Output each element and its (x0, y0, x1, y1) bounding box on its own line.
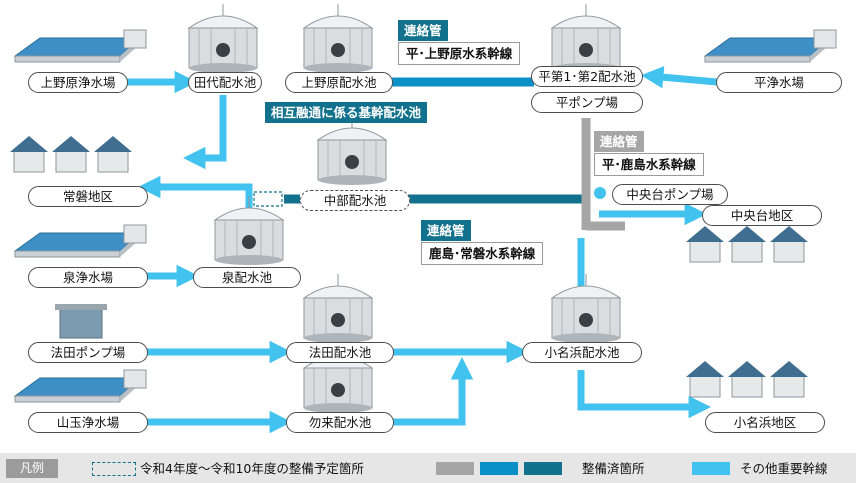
yamatama-plant-label: 山玉浄水場 (28, 412, 148, 433)
legend-other-swatch (692, 462, 730, 475)
chuodai-district-label: 中央台地区 (702, 205, 822, 226)
hoda-tank-icon (303, 273, 373, 344)
legend-done-dark-swatch (524, 462, 562, 475)
pipe-taira-plant-taira12 (641, 66, 718, 89)
uenohara-tank-icon (303, 3, 373, 74)
network-diagram (9, 3, 837, 434)
onahama-houses-icon (685, 360, 809, 398)
pipe-nakuru-up (392, 357, 474, 426)
onahama-reservoir-label: 小名浜配水池 (522, 342, 642, 363)
legend-title: 凡例 (6, 459, 58, 478)
uenohara-plant-icon (14, 29, 147, 63)
legend-other-text: その他重要幹線 (740, 461, 828, 476)
izumi-plant-label: 泉浄水場 (28, 267, 148, 288)
link-pipe-3-name: 鹿島･常磐水系幹線 (421, 242, 544, 265)
taira-pump-label: 平ポンプ場 (531, 92, 643, 113)
mutual-reservoir-tag: 相互融通に係る基幹配水池 (265, 102, 428, 123)
uenohara-reservoir-label: 上野原配水池 (285, 72, 393, 93)
tashiro-reservoir-label: 田代配水池 (188, 72, 262, 93)
nakuru-reservoir-label: 勿来配水池 (286, 412, 394, 433)
legend-completed-text: 整備済箇所 (582, 461, 645, 476)
link-pipe-2-name: 平･鹿島水系幹線 (594, 153, 704, 176)
pipe-onahama-district (577, 370, 711, 419)
hoda-pump-icon (55, 304, 107, 339)
chuodai-pump-label: 中央台ポンプ場 (612, 184, 728, 205)
tashiro-tank-icon (188, 3, 258, 74)
taira-plant-icon (704, 29, 837, 63)
legend-done-blue-swatch (480, 462, 518, 475)
joban-houses-icon (9, 135, 133, 173)
chuodai-houses-icon (685, 225, 809, 263)
izumi-plant-icon (14, 224, 147, 258)
link-pipe-3-tag: 連絡管 (421, 220, 471, 241)
pipe-tashiro-joban (183, 95, 227, 170)
onahama-district-label: 小名浜地区 (705, 412, 825, 433)
joban-district-label: 常磐地区 (28, 186, 148, 207)
uenohara-plant-label: 上野原浄水場 (28, 72, 128, 93)
chuodai-pump-dot-icon (594, 187, 606, 199)
chubu-tank-icon (317, 115, 387, 186)
planned-pipes (253, 191, 283, 207)
legend-done-gray-swatch (436, 462, 474, 475)
legend: 凡例 令和4年度～令和10年度の整備予定箇所 整備済箇所 その他重要幹線 (0, 453, 856, 483)
yamatama-plant-icon (14, 369, 147, 403)
taira-plant-label: 平浄水場 (716, 72, 842, 93)
planned-segment (253, 191, 283, 207)
link-pipe-2-tag: 連絡管 (594, 131, 644, 152)
completed-pipes (284, 77, 625, 231)
chubu-reservoir-label: 中部配水池 (300, 190, 410, 211)
taira12-tank-icon (551, 3, 621, 74)
onahama-tank-icon (551, 273, 621, 344)
link-pipe-1-tag: 連絡管 (398, 20, 448, 41)
taira12-reservoir-label: 平第1･第2配水池 (531, 66, 643, 87)
legend-planned-text: 令和4年度～令和10年度の整備予定箇所 (140, 461, 364, 476)
link-pipe-1-name: 平･上野原水系幹線 (398, 42, 521, 65)
legend-planned-swatch (92, 462, 136, 476)
hoda-reservoir-label: 法田配水池 (286, 342, 394, 363)
hoda-pump-label: 法田ポンプ場 (28, 342, 148, 363)
izumi-reservoir-label: 泉配水池 (193, 267, 301, 288)
